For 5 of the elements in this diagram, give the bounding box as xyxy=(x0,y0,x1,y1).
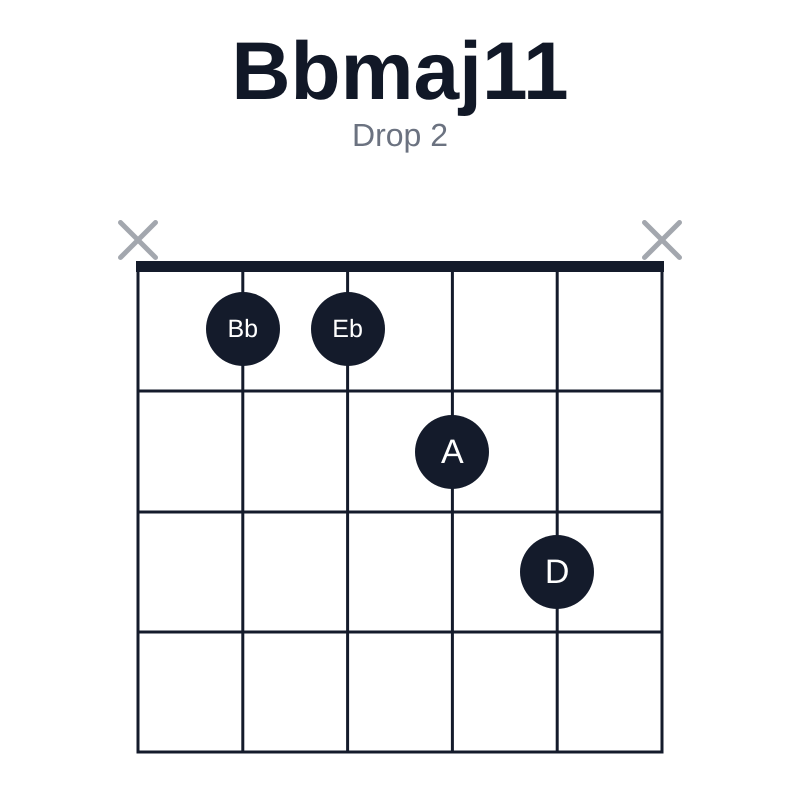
note-name: A xyxy=(441,434,464,468)
voicing-subtitle: Drop 2 xyxy=(352,119,448,151)
note-name: Bb xyxy=(228,316,258,342)
note-name: Eb xyxy=(332,316,363,342)
note-name: D xyxy=(544,555,570,589)
